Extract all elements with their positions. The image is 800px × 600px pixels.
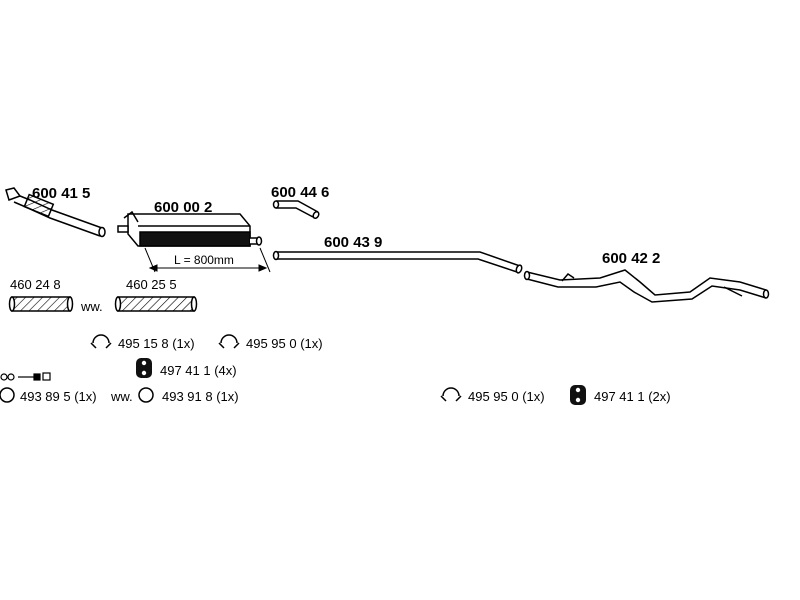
fitting-label-ring-a: 493 89 5 (1x) xyxy=(20,389,97,404)
part-number-front-pipe: 600 41 5 xyxy=(32,185,91,202)
intermediate-pipe xyxy=(272,250,523,274)
fitting-label-ring-b: 493 91 8 (1x) xyxy=(162,389,239,404)
flex-pipe-b xyxy=(114,296,198,312)
rear-pipe xyxy=(523,269,770,303)
part-number-flex-b: 460 25 5 xyxy=(126,277,177,292)
alternative-label: ww. xyxy=(111,389,133,404)
flex-pipe-a xyxy=(8,296,74,312)
length-label: L = 800mm xyxy=(174,253,234,267)
sealing-ring-icon xyxy=(138,387,154,403)
fitting-label-hanger-a: 497 41 1 (4x) xyxy=(160,363,237,378)
front-pipe xyxy=(5,187,106,238)
clamp-icon xyxy=(440,387,462,402)
clamp-icon xyxy=(218,334,240,349)
fitting-label-clamp-b: 495 95 0 (1x) xyxy=(246,336,323,351)
part-number-flex-a: 460 24 8 xyxy=(10,277,61,292)
fitting-label-hanger-b: 497 41 1 (2x) xyxy=(594,389,671,404)
fitting-label-clamp-a: 495 15 8 (1x) xyxy=(118,336,195,351)
rubber-hanger-icon xyxy=(570,385,586,405)
part-number-middle-silencer: 600 00 2 xyxy=(154,199,213,216)
middle-silencer xyxy=(117,210,263,247)
rubber-hanger-icon xyxy=(136,358,152,378)
bolt-set-icon xyxy=(0,372,51,381)
alternative-label: ww. xyxy=(81,299,103,314)
part-number-intermediate-pipe: 600 43 9 xyxy=(324,234,383,251)
part-number-rear-pipe: 600 42 2 xyxy=(602,250,661,267)
clamp-icon xyxy=(90,334,112,349)
connector-pipe xyxy=(272,200,320,220)
part-number-connector-pipe: 600 44 6 xyxy=(271,184,330,201)
length-dimension xyxy=(144,247,271,273)
sealing-ring-icon xyxy=(0,387,15,403)
fitting-label-clamp-c: 495 95 0 (1x) xyxy=(468,389,545,404)
